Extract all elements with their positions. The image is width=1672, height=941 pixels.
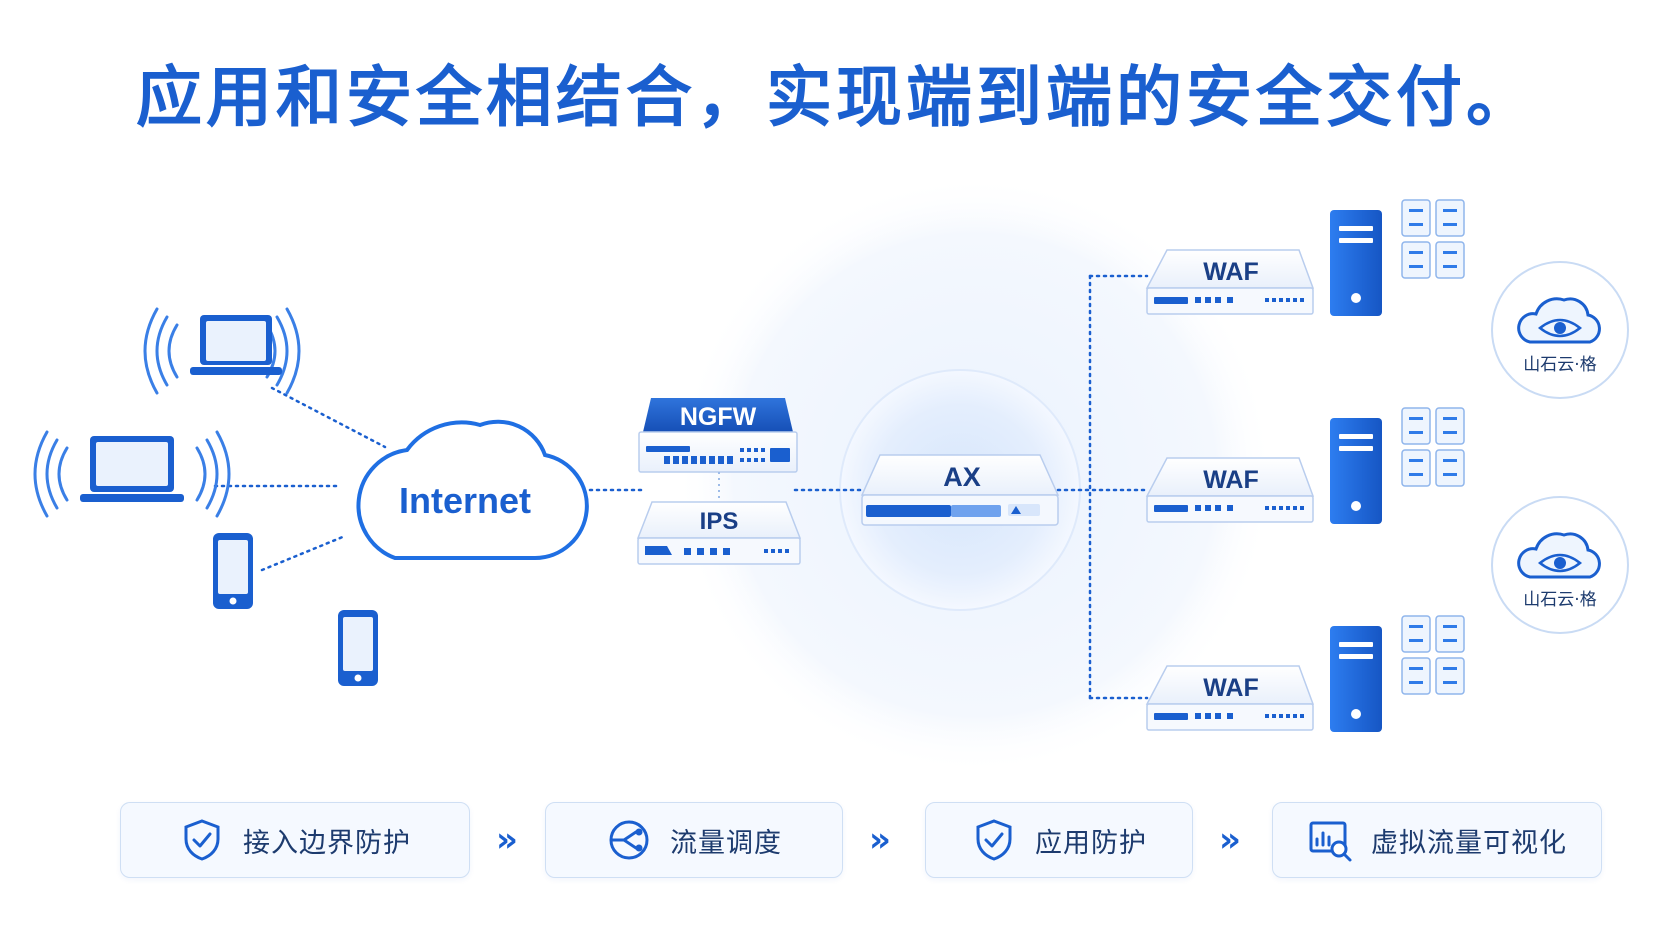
smartphone-icon: [213, 533, 253, 609]
internet-label: Internet: [399, 480, 531, 521]
cloud-service-badge: 山石云·格: [1491, 261, 1629, 399]
waf-row: WAF: [1145, 615, 1465, 732]
smartphone-icon: [338, 610, 378, 686]
ips-label: IPS: [700, 508, 739, 535]
step-arrow-icon: »: [1219, 820, 1241, 860]
shield-check-icon: [184, 819, 220, 861]
ngfw-device: NGFW: [638, 398, 798, 473]
storage-rack-icon: [1401, 407, 1465, 487]
waf-row: WAF: [1145, 199, 1465, 316]
ax-label: AX: [943, 462, 981, 492]
traffic-routing-icon: [609, 820, 649, 860]
network-diagram: Internet NGFW IPS: [33, 175, 1629, 775]
ngfw-label: NGFW: [680, 403, 757, 431]
ips-device: IPS: [636, 501, 802, 565]
waf-label: WAF: [1203, 674, 1259, 702]
internet-cloud: Internet: [356, 419, 589, 560]
cloud-service-label: 山石云·格: [1523, 355, 1596, 375]
step-application-protection[interactable]: 应用防护: [925, 802, 1193, 878]
waf-label: WAF: [1203, 466, 1259, 494]
ax-device: AX: [860, 454, 1060, 526]
waf-device: WAF: [1145, 457, 1315, 523]
step-label: 虚拟流量可视化: [1371, 827, 1567, 859]
waf-device: WAF: [1145, 665, 1315, 731]
waf-device: WAF: [1145, 249, 1315, 315]
cloud-service-badge: 山石云·格: [1491, 496, 1629, 634]
laptop-icon: [143, 307, 301, 395]
step-label: 应用防护: [1035, 827, 1147, 859]
server-icon: [1330, 210, 1382, 316]
step-label: 接入边界防护: [243, 827, 411, 859]
chart-magnifier-icon: [1309, 821, 1352, 862]
server-icon: [1330, 626, 1382, 732]
waf-label: WAF: [1203, 258, 1259, 286]
step-traffic-scheduling[interactable]: 流量调度: [545, 802, 843, 878]
page-title: 应用和安全相结合，实现端到端的安全交付。: [136, 59, 1536, 136]
step-label: 流量调度: [670, 827, 782, 859]
server-icon: [1330, 418, 1382, 524]
storage-rack-icon: [1401, 199, 1465, 279]
shield-check-icon: [976, 819, 1012, 861]
step-virtual-traffic-visualization[interactable]: 虚拟流量可视化: [1272, 802, 1602, 878]
cloud-service-label: 山石云·格: [1523, 590, 1596, 610]
waf-row: WAF: [1145, 407, 1465, 524]
step-arrow-icon: »: [496, 820, 518, 860]
process-steps: 接入边界防护 » 流量调度 » 应用防护 » 虚拟流量可视化: [0, 802, 1672, 882]
step-arrow-icon: »: [869, 820, 891, 860]
connection-lines: [213, 274, 1149, 700]
laptop-icon: [33, 430, 231, 518]
step-access-boundary-protection[interactable]: 接入边界防护: [120, 802, 470, 878]
storage-rack-icon: [1401, 615, 1465, 695]
